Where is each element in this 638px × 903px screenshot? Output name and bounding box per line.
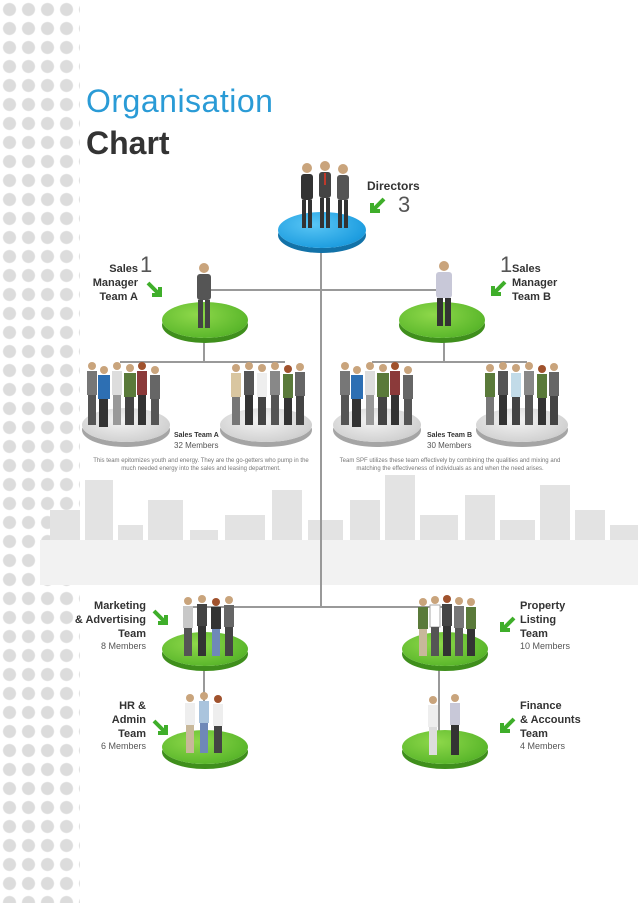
hr-members: 6 Members bbox=[100, 741, 146, 751]
team-b-members: 30 Members bbox=[427, 441, 472, 450]
connector-trunk bbox=[320, 235, 322, 607]
directors-people-figure bbox=[301, 161, 349, 228]
connector-manager-a-down bbox=[203, 322, 205, 362]
manager-a-label-1: Sales bbox=[109, 263, 138, 275]
arrow-down-left-icon bbox=[500, 616, 516, 632]
chart-title-line1: Organisation bbox=[86, 83, 274, 119]
manager-b-count: 1 bbox=[500, 252, 513, 277]
connector-finance bbox=[438, 660, 440, 740]
connector-managers bbox=[205, 289, 444, 291]
hr-label-3: Team bbox=[118, 728, 146, 740]
property-label-1: Property bbox=[520, 600, 566, 612]
team-b-description-line2: matching the effectiveness of individual… bbox=[356, 466, 544, 472]
manager-a-figure bbox=[197, 263, 211, 328]
manager-b-label-2: Manager bbox=[512, 277, 558, 289]
finance-label-1: Finance bbox=[520, 700, 562, 712]
manager-b-label-3: Team B bbox=[512, 291, 551, 303]
hr-label-1: HR & bbox=[119, 700, 146, 712]
arrow-down-left-icon bbox=[491, 280, 507, 296]
team-b-description: Team SPF utilizes these team effectively… bbox=[330, 457, 570, 473]
chart-title-line2: Chart bbox=[86, 125, 170, 161]
team-a-description-line2: much needed energy into the sales and le… bbox=[121, 466, 281, 472]
manager-b-figure bbox=[436, 261, 452, 326]
property-people-figure bbox=[418, 595, 476, 656]
connector-support bbox=[187, 606, 443, 608]
finance-disc bbox=[402, 730, 488, 764]
finance-label-2: & Accounts bbox=[520, 714, 581, 726]
finance-members: 4 Members bbox=[520, 741, 566, 751]
property-members: 10 Members bbox=[520, 641, 571, 651]
arrow-down-left-icon bbox=[500, 717, 516, 733]
hr-label-2: Admin bbox=[111, 714, 146, 726]
directors-label: Directors bbox=[367, 179, 420, 193]
team-b-group-right-figure bbox=[485, 362, 559, 425]
manager-a-label-2: Manager bbox=[92, 277, 138, 289]
team-b-group-left-figure bbox=[340, 362, 413, 427]
arrow-down-left-icon bbox=[370, 197, 386, 213]
dotted-background-pattern bbox=[0, 0, 80, 903]
manager-a-label-3: Team A bbox=[99, 291, 138, 303]
team-a-members: 32 Members bbox=[174, 441, 219, 450]
property-label-2: Listing bbox=[520, 614, 557, 626]
marketing-label-1: Marketing bbox=[94, 600, 146, 612]
team-a-label: Sales Team A bbox=[174, 432, 219, 439]
finance-label-3: Team bbox=[520, 728, 548, 740]
team-a-group-right-figure bbox=[231, 362, 305, 425]
city-skyline-illustration bbox=[40, 475, 638, 585]
arrow-down-right-icon bbox=[152, 719, 168, 735]
hr-people-figure bbox=[185, 692, 223, 753]
manager-a-count: 1 bbox=[140, 252, 153, 277]
team-b-description-line1: Team SPF utilizes these team effectively… bbox=[339, 458, 561, 464]
team-a-description: This team epitomizes youth and energy. T… bbox=[84, 457, 318, 473]
connector-manager-b-down bbox=[443, 322, 445, 362]
marketing-label-3: Team bbox=[118, 628, 146, 640]
arrow-down-right-icon bbox=[146, 281, 162, 297]
connector-team-b bbox=[372, 361, 527, 363]
marketing-members: 8 Members bbox=[100, 641, 146, 651]
finance-people-figure bbox=[428, 694, 460, 755]
team-b-label: Sales Team B bbox=[427, 432, 473, 439]
property-label-3: Team bbox=[520, 628, 548, 640]
connector-team-a bbox=[120, 361, 285, 363]
marketing-people-figure bbox=[183, 595, 234, 656]
team-a-group-left-figure bbox=[87, 362, 160, 427]
directors-count: 3 bbox=[398, 192, 411, 217]
team-a-description-line1: This team epitomizes youth and energy. T… bbox=[93, 458, 309, 464]
marketing-label-2: & Advertising bbox=[74, 614, 146, 626]
arrow-down-right-icon bbox=[152, 609, 168, 625]
manager-b-label-1: Sales bbox=[512, 263, 541, 275]
